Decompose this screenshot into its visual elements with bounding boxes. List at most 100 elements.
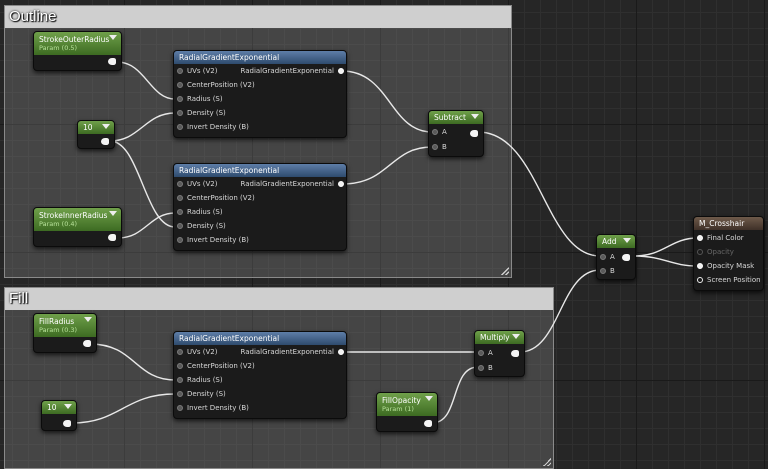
pin-icon[interactable] [177, 68, 183, 74]
pin-opacity[interactable]: Opacity [694, 246, 734, 259]
pin-uvs[interactable]: UVs (V2) [174, 178, 218, 191]
param-header[interactable]: StrokeInnerRadius Param (0.4) [34, 208, 121, 231]
pin-icon[interactable] [600, 268, 606, 274]
pin-output[interactable]: RadialGradientExponential [241, 65, 347, 78]
chevron-down-icon[interactable] [471, 114, 479, 119]
pin-radius[interactable]: Radius (S) [174, 93, 223, 106]
param-header[interactable]: StrokeOuterRadius Param (0.5) [34, 32, 121, 55]
pin-invert-density[interactable]: Invert Density (B) [174, 234, 249, 247]
pin-uvs[interactable]: UVs (V2) [174, 346, 218, 359]
pin-a[interactable]: A [475, 347, 493, 360]
pin-output[interactable]: RadialGradientExponential [241, 178, 347, 191]
pin-icon[interactable] [697, 249, 703, 255]
node-header[interactable]: Subtract [429, 111, 483, 124]
param-stroke-outer-radius[interactable]: StrokeOuterRadius Param (0.5) [33, 31, 122, 71]
pin-icon[interactable] [177, 110, 183, 116]
param-header[interactable]: FillRadius Param (0.3) [34, 314, 96, 337]
chevron-down-icon[interactable] [84, 317, 92, 322]
pin-icon[interactable] [177, 223, 183, 229]
comment-fill-title[interactable]: Fill [5, 288, 553, 310]
pin-center-position[interactable]: CenterPosition (V2) [174, 192, 255, 205]
node-header[interactable]: Add [597, 235, 635, 248]
node-header[interactable]: RadialGradientExponential [174, 164, 346, 177]
pin-icon[interactable] [177, 349, 183, 355]
pin-icon[interactable] [177, 181, 183, 187]
chevron-down-icon[interactable] [109, 211, 117, 216]
param-fill-opacity[interactable]: FillOpacity Param (1) [376, 392, 438, 432]
pin-b[interactable]: B [597, 265, 615, 278]
output-pin-icon[interactable] [101, 138, 109, 145]
pin-icon[interactable] [177, 391, 183, 397]
radial-gradient-node-3[interactable]: RadialGradientExponential UVs (V2) Cente… [173, 331, 347, 419]
pin-icon[interactable] [177, 96, 183, 102]
pin-icon[interactable] [177, 405, 183, 411]
resize-handle[interactable] [543, 458, 551, 466]
multiply-node[interactable]: Multiply A B [474, 330, 525, 377]
pin-icon[interactable] [177, 209, 183, 215]
pin-icon[interactable] [697, 263, 703, 269]
pin-icon[interactable] [177, 237, 183, 243]
pin-icon[interactable] [177, 124, 183, 130]
node-header[interactable]: RadialGradientExponential [174, 51, 346, 64]
output-pin-icon[interactable] [470, 130, 478, 137]
output-pin-icon[interactable] [511, 350, 519, 357]
chevron-down-icon[interactable] [425, 396, 433, 401]
pin-b[interactable]: B [429, 141, 447, 154]
radial-gradient-node-2[interactable]: RadialGradientExponential UVs (V2) Cente… [173, 163, 347, 251]
material-output-node[interactable]: M_Crosshair Final Color Opacity Opacity … [693, 216, 764, 291]
pin-icon[interactable] [697, 277, 703, 283]
chevron-down-icon[interactable] [512, 334, 520, 339]
constant-outline-density[interactable]: 10 [77, 120, 115, 149]
pin-center-position[interactable]: CenterPosition (V2) [174, 360, 255, 373]
node-header[interactable]: M_Crosshair [694, 217, 763, 230]
pin-icon[interactable] [177, 82, 183, 88]
output-pin-icon[interactable] [424, 420, 432, 427]
pin-icon[interactable] [338, 181, 344, 187]
pin-icon[interactable] [338, 68, 344, 74]
pin-radius[interactable]: Radius (S) [174, 206, 223, 219]
pin-screen-position[interactable]: Screen Position [694, 274, 761, 287]
pin-icon[interactable] [478, 365, 484, 371]
constant-fill-density[interactable]: 10 [41, 400, 77, 431]
pin-a[interactable]: A [429, 126, 447, 139]
pin-output[interactable]: RadialGradientExponential [241, 346, 347, 359]
pin-icon[interactable] [478, 350, 484, 356]
resize-handle[interactable] [501, 267, 509, 275]
output-pin-icon[interactable] [622, 254, 630, 261]
pin-uvs[interactable]: UVs (V2) [174, 65, 218, 78]
chevron-down-icon[interactable] [64, 404, 72, 409]
subtract-node[interactable]: Subtract A B [428, 110, 484, 157]
pin-icon[interactable] [177, 363, 183, 369]
pin-icon[interactable] [338, 349, 344, 355]
constant-header[interactable]: 10 [42, 401, 76, 414]
pin-icon[interactable] [432, 144, 438, 150]
pin-invert-density[interactable]: Invert Density (B) [174, 121, 249, 134]
comment-outline-title[interactable]: Outline [5, 6, 511, 28]
node-header[interactable]: Multiply [475, 331, 524, 344]
chevron-down-icon[interactable] [102, 124, 110, 129]
chevron-down-icon[interactable] [623, 238, 631, 243]
pin-b[interactable]: B [475, 362, 493, 375]
param-header[interactable]: FillOpacity Param (1) [377, 393, 437, 416]
pin-density[interactable]: Density (S) [174, 107, 226, 120]
pin-icon[interactable] [177, 195, 183, 201]
pin-density[interactable]: Density (S) [174, 220, 226, 233]
pin-center-position[interactable]: CenterPosition (V2) [174, 79, 255, 92]
radial-gradient-node-1[interactable]: RadialGradientExponential UVs (V2) Cente… [173, 50, 347, 138]
pin-icon[interactable] [432, 129, 438, 135]
add-node[interactable]: Add A B [596, 234, 636, 280]
constant-header[interactable]: 10 [78, 121, 114, 134]
param-fill-radius[interactable]: FillRadius Param (0.3) [33, 313, 97, 353]
pin-icon[interactable] [177, 377, 183, 383]
pin-density[interactable]: Density (S) [174, 388, 226, 401]
output-pin-icon[interactable] [63, 420, 71, 427]
pin-icon[interactable] [600, 254, 606, 260]
node-header[interactable]: RadialGradientExponential [174, 332, 346, 345]
param-stroke-inner-radius[interactable]: StrokeInnerRadius Param (0.4) [33, 207, 122, 247]
output-pin-icon[interactable] [108, 58, 116, 65]
pin-invert-density[interactable]: Invert Density (B) [174, 402, 249, 415]
chevron-down-icon[interactable] [109, 35, 117, 40]
pin-opacity-mask[interactable]: Opacity Mask [694, 260, 754, 273]
output-pin-icon[interactable] [83, 340, 91, 347]
pin-a[interactable]: A [597, 251, 615, 264]
